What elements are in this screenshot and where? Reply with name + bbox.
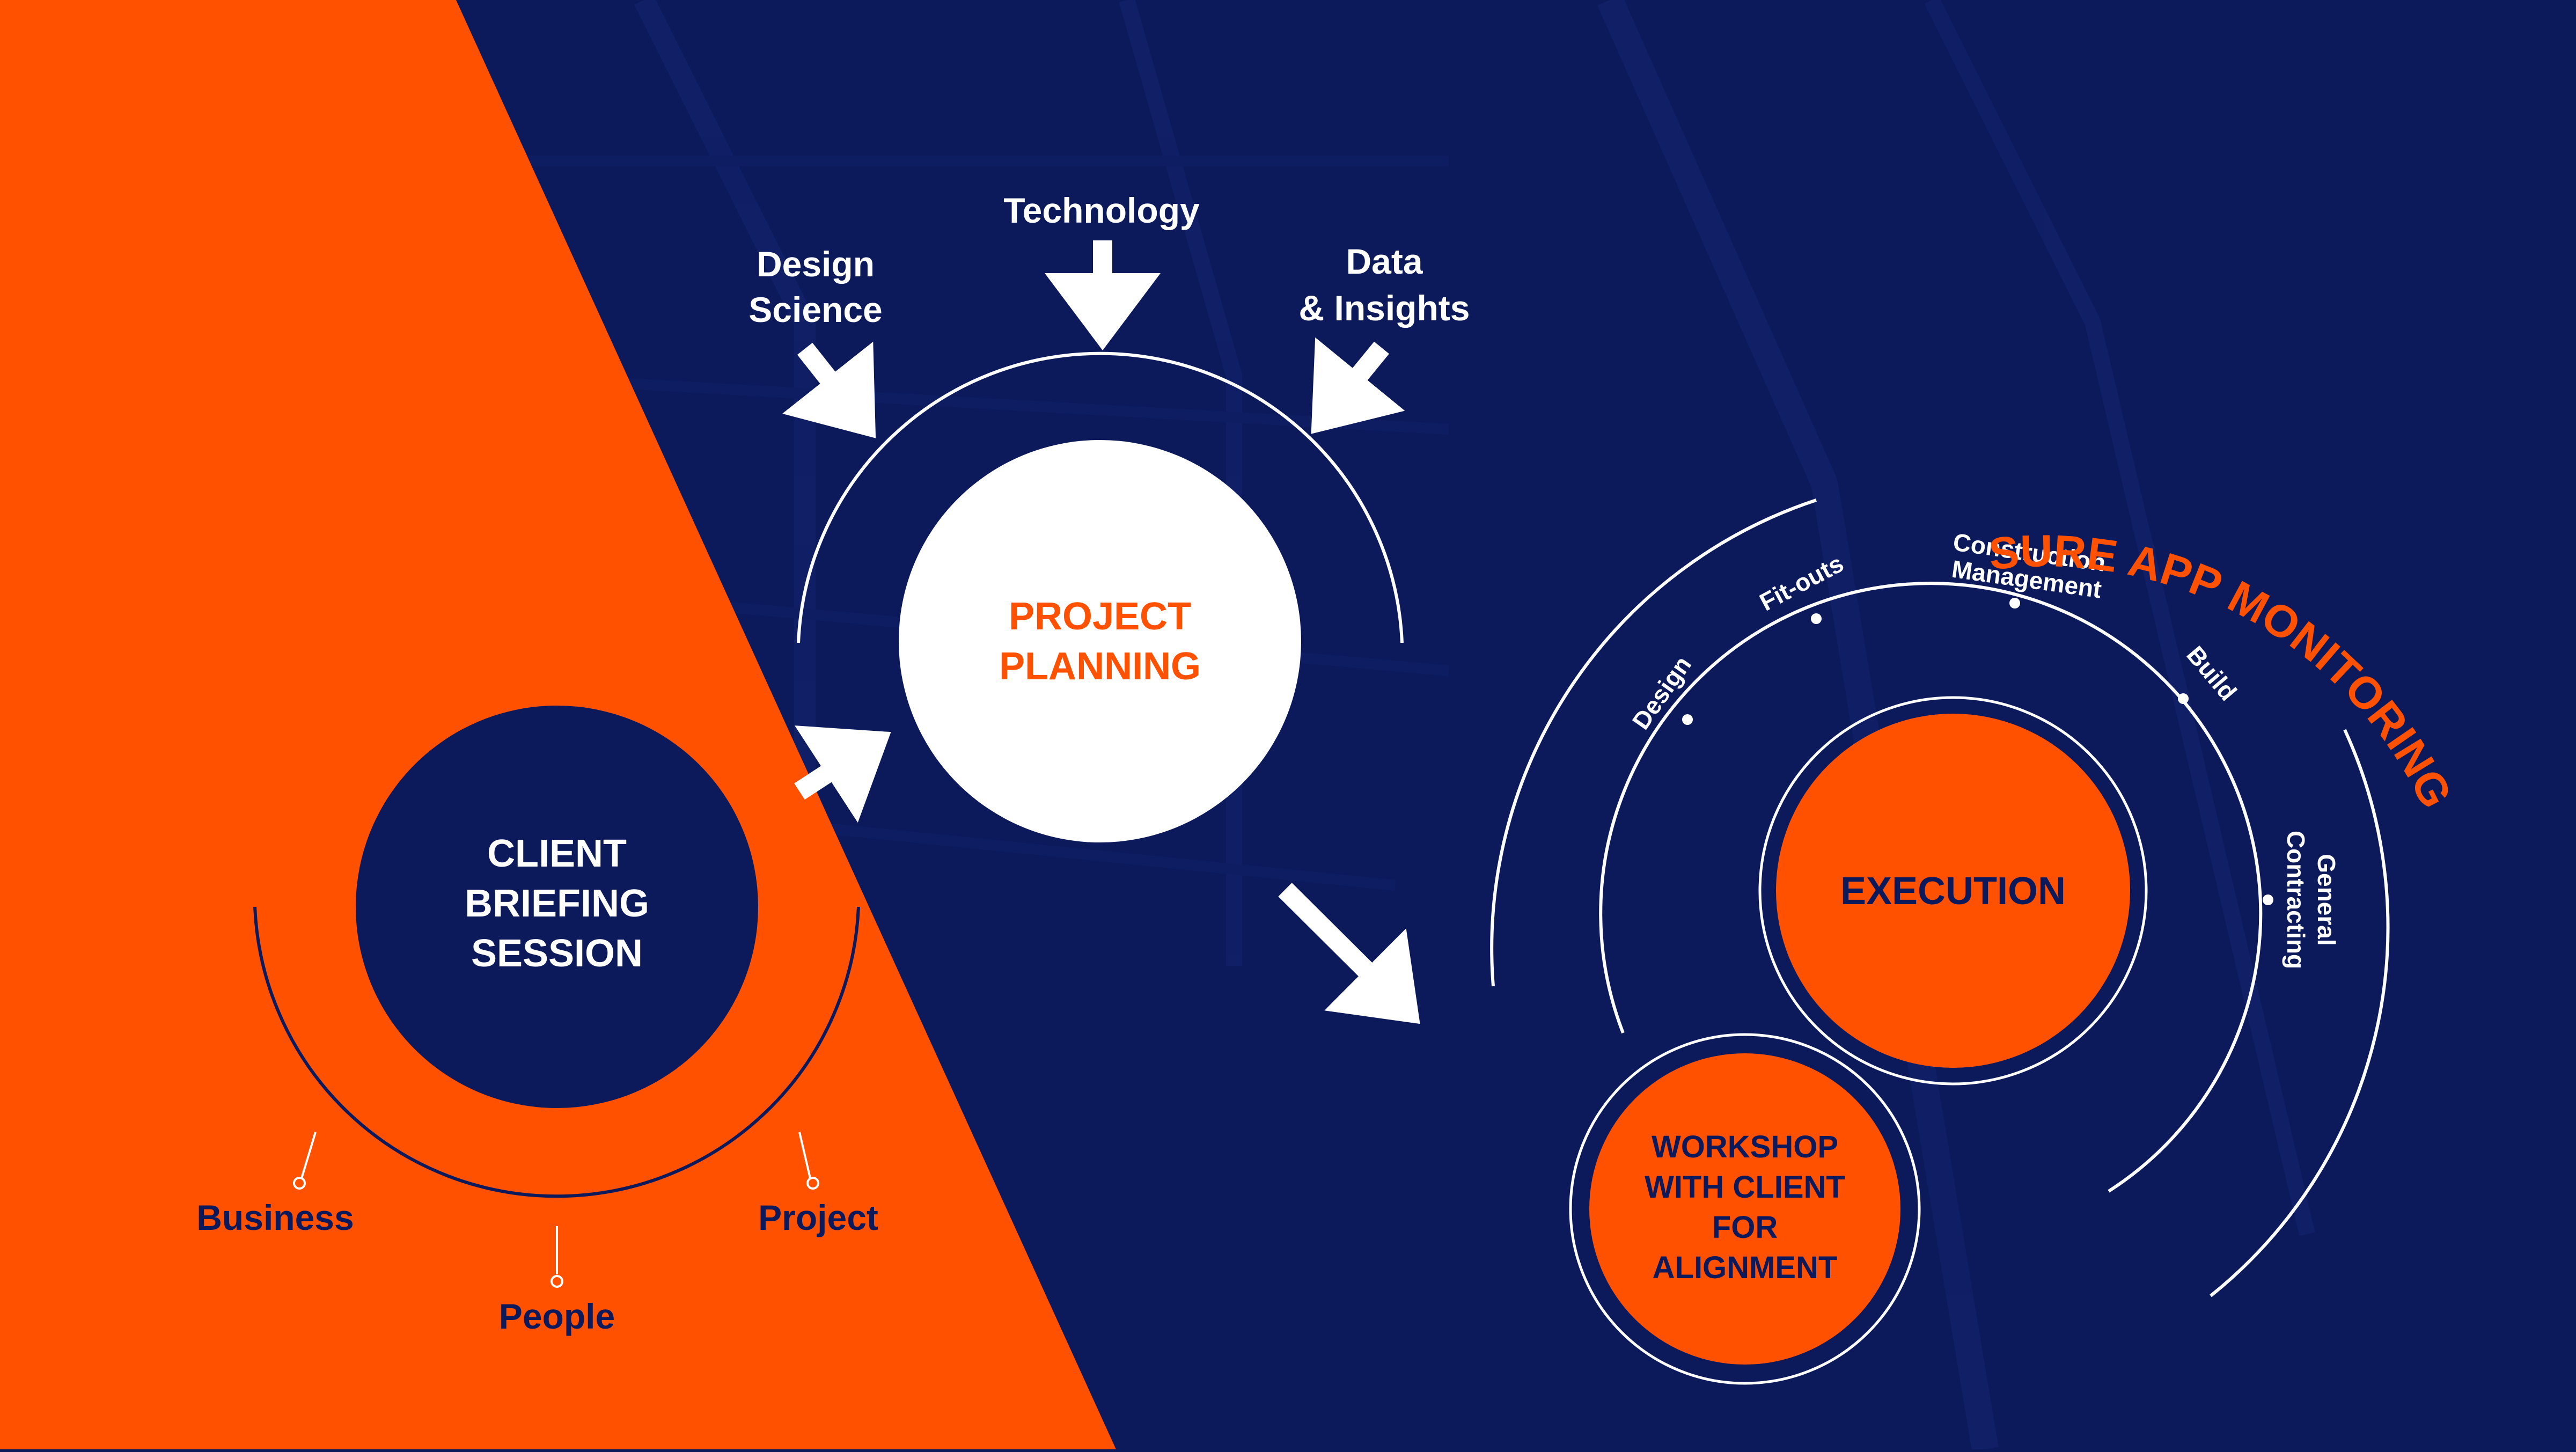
execution-circle xyxy=(1776,714,2130,1068)
general-phase-label-line-1: General xyxy=(2313,854,2340,945)
client-briefing-group: CLIENT BRIEFING SESSION Business People … xyxy=(196,706,878,1336)
people-label: People xyxy=(499,1296,615,1336)
client-briefing-arc xyxy=(253,906,860,1198)
project-dot xyxy=(806,1177,819,1190)
construction-phase-dot xyxy=(2009,598,2020,608)
design-science-label-line-2: Science xyxy=(748,290,883,329)
data-insights-label-line-1: Data xyxy=(1346,241,1423,281)
workshop-title-line-2: WITH CLIENT xyxy=(1645,1170,1845,1205)
people-dot xyxy=(551,1275,563,1288)
monitoring-outer-arc-right xyxy=(2210,729,2390,1297)
project-connector xyxy=(798,1132,811,1179)
project-planning-title-line-1: PROJECT xyxy=(1009,595,1191,638)
workshop-title-line-4: ALIGNMENT xyxy=(1653,1250,1838,1285)
client-briefing-title-line-1: CLIENT xyxy=(487,832,627,875)
business-label: Business xyxy=(196,1198,354,1237)
execution-title: EXECUTION xyxy=(1840,870,2066,913)
general-phase-label-line-2: Contracting xyxy=(2282,831,2310,969)
design-phase-dot xyxy=(1682,714,1693,725)
arrow-to-workshop xyxy=(1278,883,1420,1024)
data-insights-arrow xyxy=(1311,337,1405,434)
business-connector xyxy=(300,1132,317,1179)
client-briefing-title-line-2: BRIEFING xyxy=(465,882,649,925)
client-briefing-title-line-3: SESSION xyxy=(471,932,643,975)
build-phase-dot xyxy=(2178,693,2189,704)
technology-label: Technology xyxy=(1003,190,1200,230)
monitoring-outer-arc-left xyxy=(1490,498,1817,987)
data-insights-label-line-2: & Insights xyxy=(1298,288,1470,328)
general-phase-dot xyxy=(2263,894,2273,905)
execution-ring xyxy=(1758,696,2148,1086)
workshop-title-line-3: FOR xyxy=(1712,1210,1778,1245)
project-planning-group: PROJECT PLANNING Design Science Technolo… xyxy=(748,190,1470,842)
project-label: Project xyxy=(758,1198,878,1237)
fitouts-phase-dot xyxy=(1811,613,1822,624)
project-planning-circle xyxy=(899,440,1301,842)
workshop-group: WORKSHOP WITH CLIENT FOR ALIGNMENT xyxy=(1569,1033,1921,1385)
workshop-circle xyxy=(1589,1053,1900,1365)
arrow-to-project-planning xyxy=(794,725,891,823)
design-science-arrow xyxy=(782,341,876,438)
business-dot xyxy=(293,1177,306,1190)
phases-arc xyxy=(1599,582,2263,1193)
project-planning-title-line-2: PLANNING xyxy=(999,645,1201,688)
workshop-title-line-1: WORKSHOP xyxy=(1652,1130,1838,1164)
client-briefing-circle xyxy=(356,706,758,1108)
design-science-label-line-1: Design xyxy=(757,244,875,284)
project-planning-arc xyxy=(797,351,1404,643)
